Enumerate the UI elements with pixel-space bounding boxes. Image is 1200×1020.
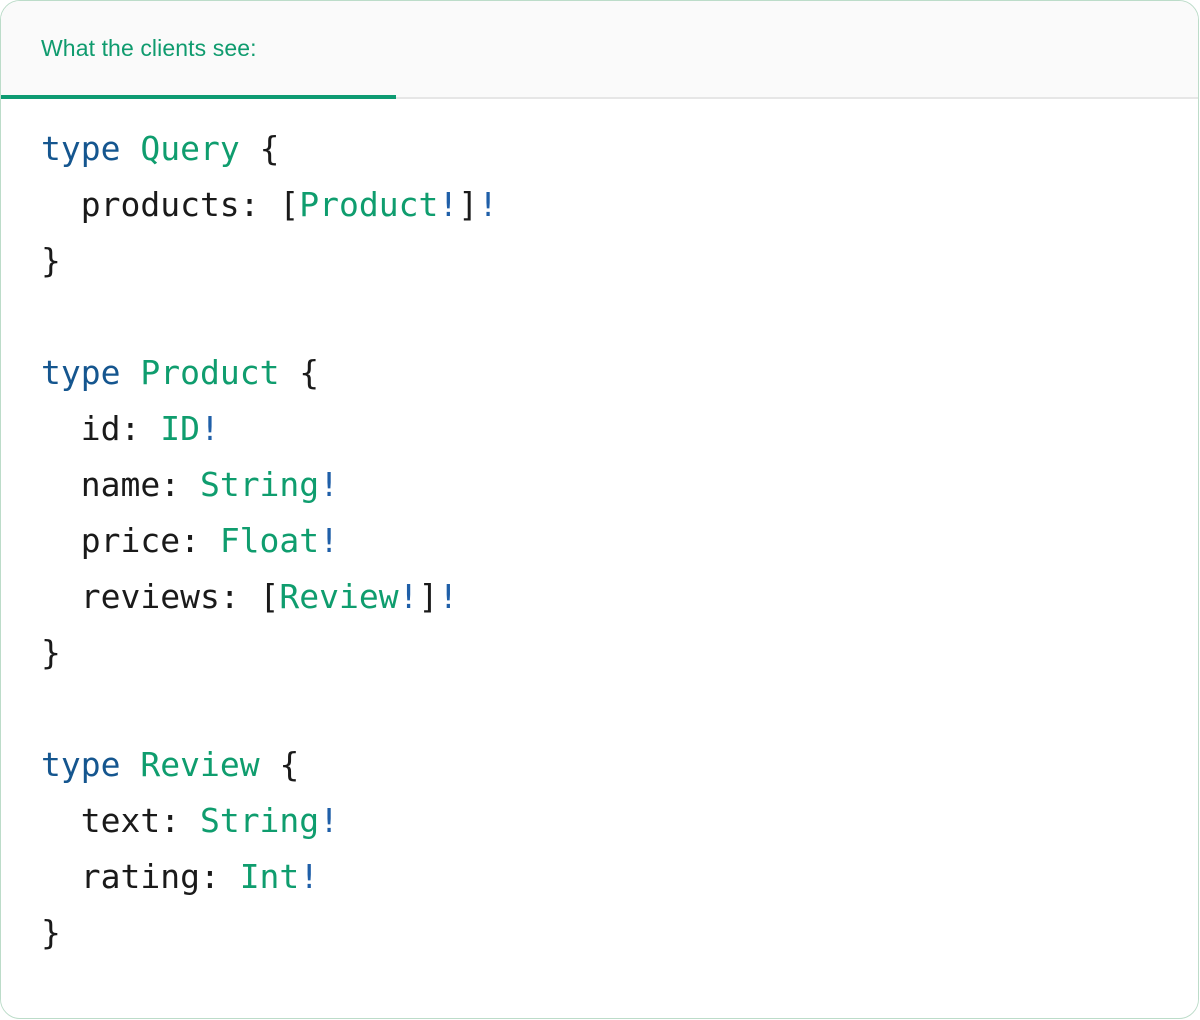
code-line: type Query { <box>41 121 1198 177</box>
code-line: price: Float! <box>41 513 1198 569</box>
code-token-type: Query <box>140 129 240 168</box>
code-token-fld: price: <box>41 521 220 560</box>
code-line: products: [Product!]! <box>41 177 1198 233</box>
code-token-punc: } <box>41 633 61 672</box>
code-token-type: Int <box>239 857 300 896</box>
code-root: type Query { products: [Product!]!}type … <box>41 121 1198 961</box>
code-token-type: Review <box>279 577 399 616</box>
code-line: type Product { <box>41 345 1198 401</box>
code-line: rating: Int! <box>41 849 1198 905</box>
code-token-bang: ! <box>299 857 320 896</box>
code-token-fld: id: <box>41 409 161 448</box>
code-line: type Review { <box>41 737 1198 793</box>
code-token-kw: type <box>41 353 121 392</box>
code-token-punc: { <box>259 745 300 784</box>
graphql-schema-code[interactable]: type Query { products: [Product!]!}type … <box>1 121 1198 961</box>
code-line: reviews: [Review!]! <box>41 569 1198 625</box>
code-line: } <box>41 233 1198 289</box>
code-token-punc: } <box>41 241 61 280</box>
code-token-fld: reviews: <box>41 577 260 616</box>
tab-label: What the clients see: <box>41 34 257 61</box>
code-token-punc: } <box>41 913 61 952</box>
code-token-punc: { <box>239 129 280 168</box>
code-token-punc: { <box>279 353 320 392</box>
code-token-punc: ] <box>418 577 439 616</box>
tab-what-the-clients-see[interactable]: What the clients see: <box>1 1 396 99</box>
code-token-bang: ! <box>398 577 419 616</box>
code-token-punc <box>120 129 140 168</box>
code-line: text: String! <box>41 793 1198 849</box>
code-token-bang: ! <box>199 409 220 448</box>
code-line: name: String! <box>41 457 1198 513</box>
code-token-type: Review <box>140 745 260 784</box>
code-token-bang: ! <box>438 185 459 224</box>
code-token-type: String <box>199 465 320 504</box>
code-token-bang: ! <box>478 185 498 224</box>
code-token-punc: [ <box>279 185 300 224</box>
code-blank-line <box>41 289 1198 345</box>
code-token-type: Product <box>140 353 280 392</box>
code-token-type: Float <box>219 521 320 560</box>
code-token-bang: ! <box>319 801 340 840</box>
code-token-bang: ! <box>438 577 459 616</box>
code-token-punc: [ <box>259 577 280 616</box>
code-token-punc <box>120 353 140 392</box>
code-token-bang: ! <box>319 465 340 504</box>
code-token-fld: rating: <box>41 857 240 896</box>
code-token-fld: text: <box>41 801 200 840</box>
code-line: id: ID! <box>41 401 1198 457</box>
code-line: } <box>41 625 1198 681</box>
code-token-punc <box>120 745 140 784</box>
code-token-type: String <box>199 801 320 840</box>
tab-bar: What the clients see: <box>1 1 1198 99</box>
code-area: type Query { products: [Product!]!}type … <box>1 99 1198 1017</box>
code-token-fld: name: <box>41 465 200 504</box>
code-token-punc: ] <box>458 185 479 224</box>
code-token-type: Product <box>299 185 439 224</box>
code-token-kw: type <box>41 745 121 784</box>
code-token-fld: products: <box>41 185 280 224</box>
code-token-kw: type <box>41 129 121 168</box>
code-line: } <box>41 905 1198 961</box>
code-token-bang: ! <box>319 521 340 560</box>
code-token-type: ID <box>160 409 200 448</box>
code-blank-line <box>41 681 1198 737</box>
